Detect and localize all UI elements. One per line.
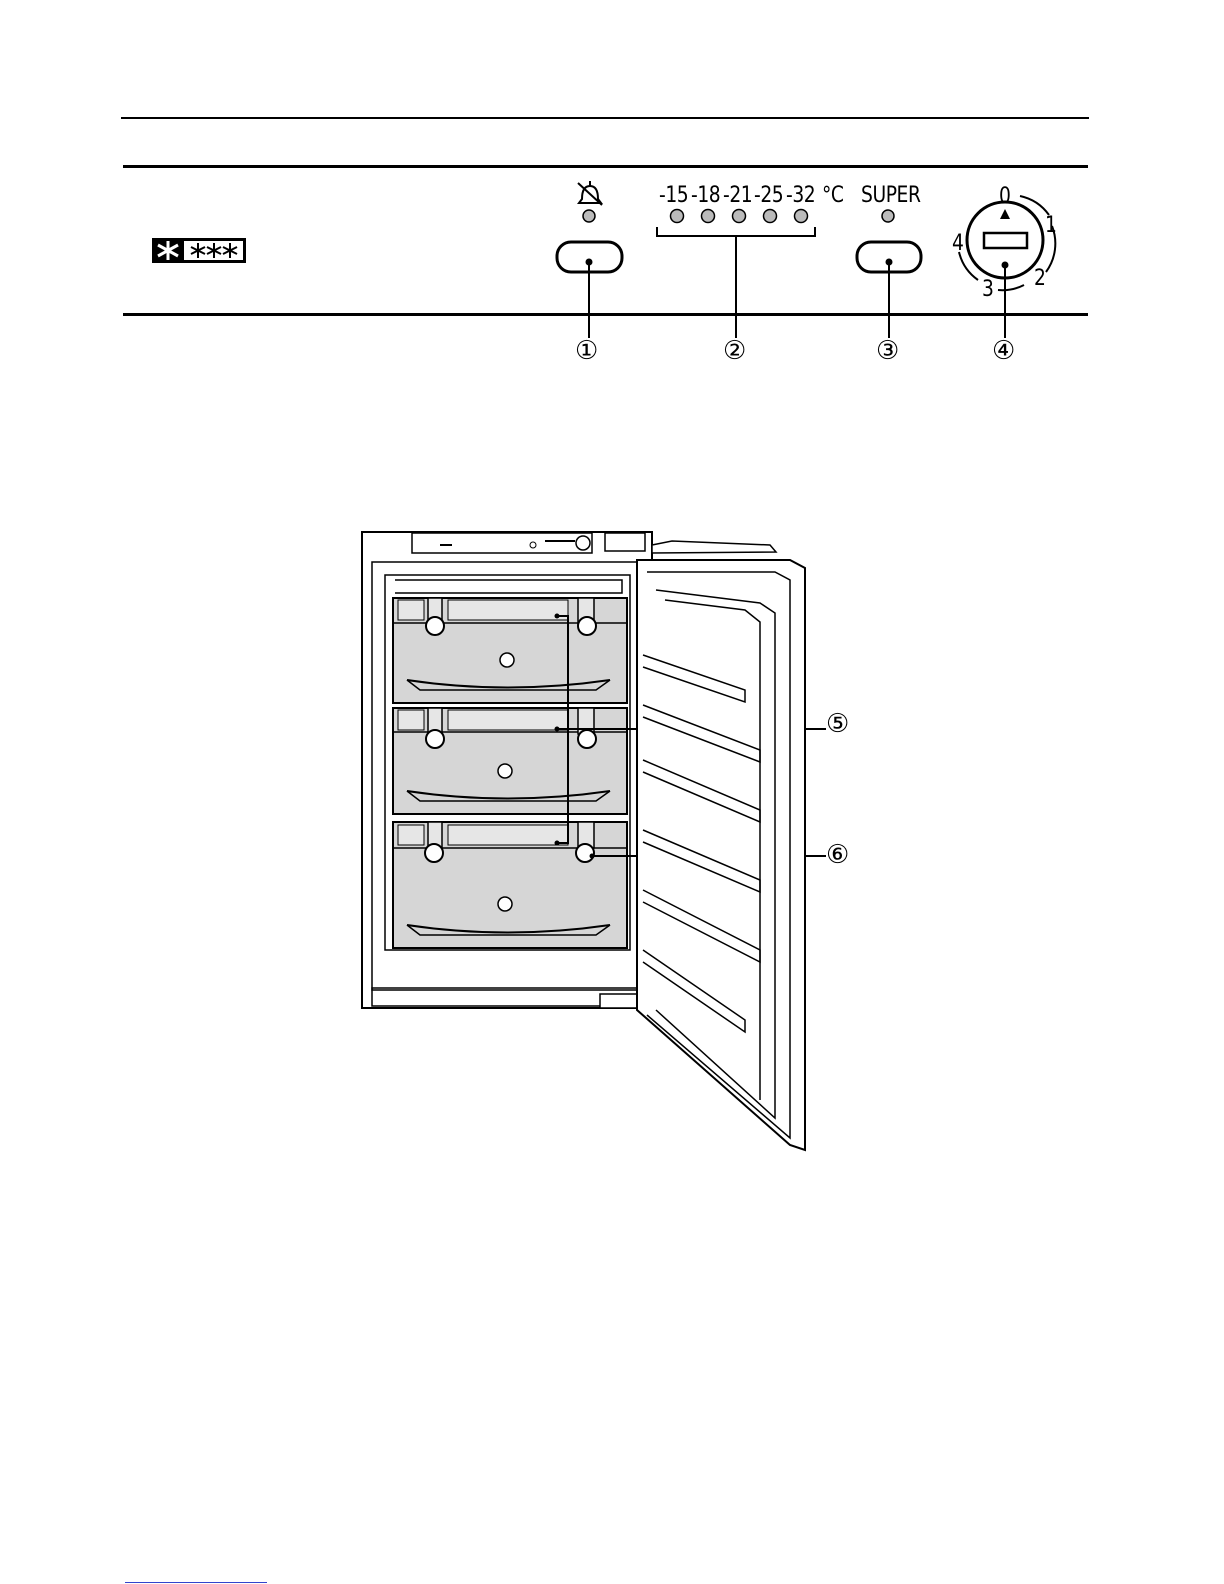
freezer-door (637, 541, 805, 1150)
footer-link-underline (125, 1582, 267, 1583)
callout-6: ⑥ (826, 842, 849, 868)
callout-5: ⑤ (826, 711, 849, 737)
drawer-bottom (393, 822, 627, 948)
drawer-middle (393, 708, 627, 814)
drawer-top (393, 598, 627, 703)
